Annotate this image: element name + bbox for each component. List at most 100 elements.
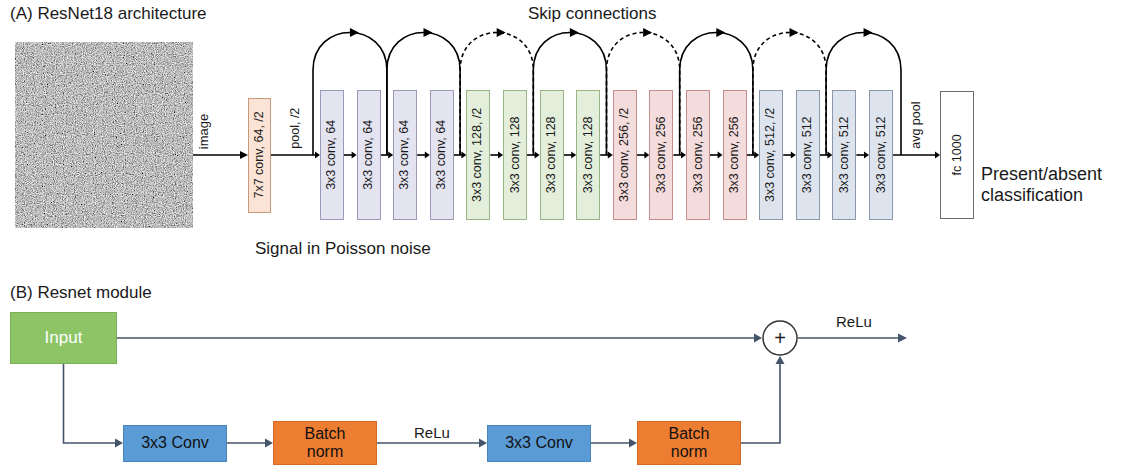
conv-layer-box: 3x3 conv, 64 bbox=[430, 90, 454, 220]
connector-line bbox=[600, 154, 609, 156]
noise-image bbox=[15, 42, 193, 228]
connector-arrow bbox=[591, 439, 637, 448]
connector-line bbox=[747, 154, 756, 156]
box-label: + bbox=[774, 327, 786, 349]
layer-label: 3x3 conv, 128, /2 bbox=[472, 108, 486, 202]
layer-label: fc 1000 bbox=[950, 134, 964, 175]
arrow-head bbox=[754, 334, 762, 343]
connector-line bbox=[271, 154, 316, 156]
output-label: Present/absent classification bbox=[981, 164, 1121, 205]
layer-label: 3x3 conv, 256, /2 bbox=[618, 108, 632, 202]
layer-label: 3x3 conv, 128 bbox=[508, 117, 522, 194]
connector-line bbox=[227, 442, 266, 444]
conv-layer-box: 3x3 conv, 64 bbox=[357, 90, 381, 220]
layer-label: 3x3 conv, 512 bbox=[874, 117, 888, 194]
connector-line bbox=[637, 154, 646, 156]
connector-arrow bbox=[344, 152, 357, 159]
arrow-head bbox=[350, 28, 359, 37]
layer-label: 7x7 conv, 64, /2 bbox=[253, 111, 267, 198]
conv-layer-box: 3x3 conv, 128 bbox=[540, 90, 564, 220]
connector-arrow bbox=[741, 356, 785, 443]
conv-layer-box: 3x3 conv, 128, /2 bbox=[466, 90, 490, 220]
edge-label: avg pool bbox=[909, 100, 923, 149]
conv-box: 3x3 Conv bbox=[123, 425, 227, 462]
layer-label: 3x3 conv, 64 bbox=[362, 120, 376, 190]
output-arrow bbox=[798, 334, 907, 343]
connector-arrow bbox=[117, 334, 762, 343]
connector-line bbox=[381, 154, 390, 156]
layer-label: 3x3 conv, 128 bbox=[581, 117, 595, 194]
connector-arrow bbox=[564, 152, 577, 159]
layer-label: 3x3 conv, 512 bbox=[838, 117, 852, 194]
fc-layer-box: fc 1000 bbox=[940, 91, 974, 219]
arrow-head bbox=[497, 28, 506, 37]
layer-label: 3x3 conv, 256 bbox=[655, 117, 669, 194]
connector-arrow bbox=[417, 152, 430, 159]
arrow-head bbox=[716, 28, 725, 37]
annotation: Skip connections bbox=[528, 4, 657, 24]
box-label: 3x3 Conv bbox=[505, 434, 573, 452]
arrow-head bbox=[643, 28, 652, 37]
conv-layer-box: 7x7 conv, 64, /2 bbox=[248, 98, 271, 213]
conv-layer-box: 3x3 conv, 512 bbox=[796, 90, 820, 220]
conv-layer-box: 3x3 conv, 256 bbox=[686, 90, 710, 220]
conv-box: 3x3 Conv bbox=[487, 425, 591, 462]
connector-line bbox=[741, 363, 780, 443]
box-label: Input bbox=[45, 329, 83, 348]
connector-line bbox=[893, 154, 936, 156]
box-label: 3x3 Conv bbox=[141, 434, 209, 452]
box-label: Batch norm bbox=[293, 425, 357, 460]
connector-arrow bbox=[64, 364, 124, 448]
layer-label: 3x3 conv, 256 bbox=[691, 117, 705, 194]
conv-layer-box: 3x3 conv, 128 bbox=[576, 90, 600, 220]
panel-title: (A) ResNet18 architecture bbox=[10, 4, 207, 24]
connector-arrow bbox=[490, 152, 503, 159]
conv-layer-box: 3x3 conv, 256 bbox=[723, 90, 747, 220]
connector-line bbox=[673, 154, 682, 156]
connector-line bbox=[710, 154, 719, 156]
arrow-label: image bbox=[197, 113, 212, 148]
connector-line bbox=[417, 154, 426, 156]
connector-arrow bbox=[227, 439, 273, 448]
conv-layer-box: 3x3 conv, 128 bbox=[503, 90, 527, 220]
layer-label: 3x3 conv, 512 bbox=[801, 117, 815, 194]
conv-layer-box: 3x3 conv, 64 bbox=[320, 90, 344, 220]
edge-label: pool, /2 bbox=[288, 106, 302, 149]
connector-line bbox=[527, 154, 536, 156]
edge-label: ReLu bbox=[413, 424, 451, 441]
layer-label: 3x3 conv, 256 bbox=[728, 117, 742, 194]
arrow-head bbox=[265, 439, 273, 448]
box-label: Batch norm bbox=[657, 425, 721, 460]
layer-label: 3x3 conv, 64 bbox=[398, 120, 412, 190]
connector-line bbox=[117, 337, 755, 339]
connector-line bbox=[344, 154, 353, 156]
connector-line bbox=[783, 154, 792, 156]
arrow-head bbox=[115, 439, 123, 448]
panel-title: (B) Resnet module bbox=[10, 283, 152, 303]
connector-arrow bbox=[710, 152, 723, 159]
arrow-head bbox=[570, 28, 579, 37]
batchnorm-box: Batch norm bbox=[637, 421, 741, 464]
connector-line bbox=[377, 442, 480, 444]
connector-arrow bbox=[783, 152, 796, 159]
batchnorm-box: Batch norm bbox=[273, 421, 377, 464]
arrow-head bbox=[479, 439, 487, 448]
input-arrow bbox=[193, 151, 248, 159]
arrow-head bbox=[629, 439, 637, 448]
conv-layer-box: 3x3 conv, 256, /2 bbox=[613, 90, 637, 220]
connector-line bbox=[591, 442, 630, 444]
layer-label: 3x3 conv, 128 bbox=[545, 117, 559, 194]
connector-arrow bbox=[856, 152, 869, 159]
annotation: Signal in Poisson noise bbox=[255, 239, 431, 259]
conv-layer-box: 3x3 conv, 512, /2 bbox=[759, 90, 783, 220]
arrow-head bbox=[776, 356, 785, 364]
sum-circle: + bbox=[762, 320, 798, 356]
connector-line bbox=[490, 154, 499, 156]
layer-label: 3x3 conv, 64 bbox=[435, 120, 449, 190]
activation-label: ReLu bbox=[836, 313, 872, 330]
arrow-head bbox=[864, 28, 873, 37]
connector-arrow bbox=[893, 152, 940, 159]
arrow-head bbox=[423, 28, 432, 37]
